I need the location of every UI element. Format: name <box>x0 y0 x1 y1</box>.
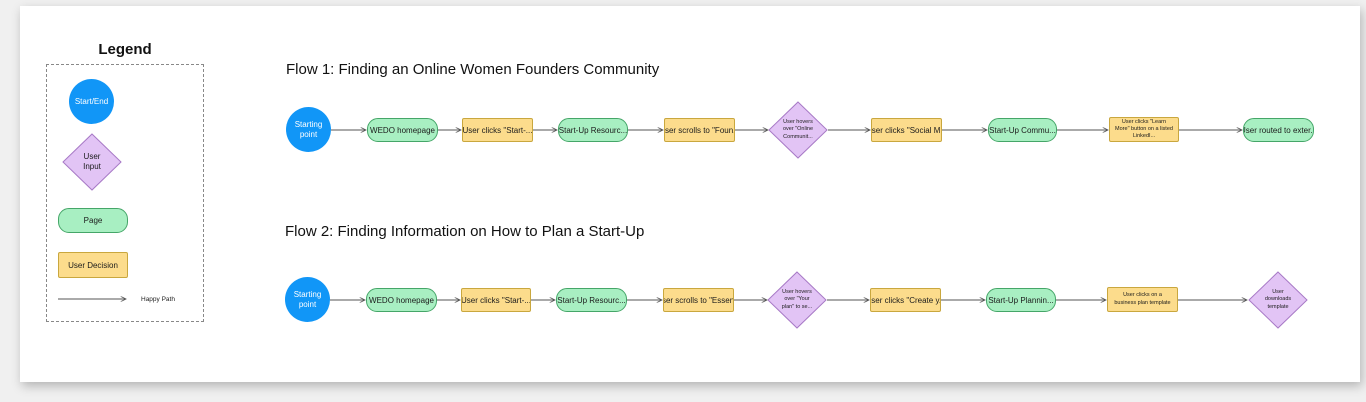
flow2-startup-resources-node[interactable]: Start-Up Resourc... <box>556 288 627 312</box>
flow1-start-node[interactable]: Starting point <box>286 107 331 152</box>
diamond-shape-icon <box>767 271 827 329</box>
legend-user-decision-label: User Decision <box>68 260 118 270</box>
flow1-user-clicks-start-node[interactable]: User clicks "Start-... <box>462 118 533 142</box>
flow1-startup-resources-node[interactable]: Start-Up Resourc... <box>558 118 628 142</box>
flow2-user-clicks-create-node[interactable]: User clicks "Create y... <box>870 288 941 312</box>
legend-title: Legend <box>98 41 152 58</box>
flow2-title: Flow 2: Finding Information on How to Pl… <box>285 223 645 240</box>
node-label: User scrolls to "Foun... <box>664 125 735 135</box>
legend-box <box>46 64 204 322</box>
node-label: WEDO homepage <box>370 125 435 135</box>
node-label: Start-Up Resourc... <box>558 125 628 135</box>
node-label: User clicks "Create y... <box>871 295 941 305</box>
flow2-user-scrolls-node[interactable]: User scrolls to "Essen... <box>663 288 734 312</box>
flow1-user-routed-node[interactable]: User routed to exter... <box>1243 118 1314 142</box>
legend-page-shape[interactable]: Page <box>58 208 128 233</box>
diamond-shape-icon <box>1248 271 1308 329</box>
flow2-user-clicks-template-node[interactable]: User clicks on a business plan template <box>1107 287 1178 312</box>
node-label: User clicks "Start-... <box>461 295 531 305</box>
flow1-user-clicks-learn-more-node[interactable]: User clicks "Learn More" button on a lis… <box>1109 117 1179 142</box>
flow2-startup-planning-node[interactable]: Start-Up Plannin... <box>986 288 1056 312</box>
flow1-title: Flow 1: Finding an Online Women Founders… <box>286 61 660 78</box>
node-label: User downloads template <box>1264 288 1292 310</box>
flow1-user-scrolls-node[interactable]: User scrolls to "Foun... <box>664 118 735 142</box>
whiteboard-canvas <box>20 6 1360 382</box>
flow2-start-label: Starting point <box>293 289 322 309</box>
node-label: User hovers over "Online Communit... <box>782 118 814 140</box>
node-label: Start-Up Resourc... <box>557 295 626 305</box>
flow2-wedo-homepage-node[interactable]: WEDO homepage <box>366 288 437 312</box>
diamond-shape-icon <box>62 133 122 191</box>
node-label: User clicks "Start-... <box>462 125 533 135</box>
flow1-start-label: Starting point <box>294 119 323 139</box>
flow2-user-hovers-node[interactable]: User hovers over "Your plan" to se... <box>767 271 827 329</box>
flow1-user-hovers-node[interactable]: User hovers over "Online Communit... <box>768 101 828 159</box>
flow1-wedo-homepage-node[interactable]: WEDO homepage <box>367 118 438 142</box>
flow1-user-clicks-social-node[interactable]: User clicks "Social M... <box>871 118 942 142</box>
legend-page-label: Page <box>83 216 103 225</box>
node-label: User clicks "Learn More" button on a lis… <box>1115 118 1173 140</box>
legend-start-end-shape[interactable]: Start/End <box>69 79 114 124</box>
legend-user-decision-shape[interactable]: User Decision <box>58 252 128 278</box>
node-label: User scrolls to "Essen... <box>664 295 734 305</box>
node-label: User hovers over "Your plan" to se... <box>781 288 813 310</box>
node-label: User routed to exter... <box>1243 125 1314 135</box>
node-label: WEDO homepage <box>369 295 434 305</box>
diamond-shape-icon <box>768 101 828 159</box>
node-label: User clicks "Social M... <box>871 125 942 135</box>
legend-user-input-shape[interactable]: User Input <box>62 133 122 191</box>
legend-happy-path-label: Happy Path <box>141 296 175 303</box>
node-label: Start-Up Plannin... <box>988 295 1054 305</box>
legend-start-end-label: Start/End <box>74 96 109 106</box>
legend-user-input-label: User Input <box>83 151 101 171</box>
flow2-user-downloads-node[interactable]: User downloads template <box>1248 271 1308 329</box>
flow2-user-clicks-start-node[interactable]: User clicks "Start-... <box>461 288 531 312</box>
flow2-start-node[interactable]: Starting point <box>285 277 330 322</box>
node-label: User clicks on a business plan template <box>1114 292 1171 306</box>
node-label: Start-Up Commu... <box>989 125 1056 135</box>
flow1-startup-community-node[interactable]: Start-Up Commu... <box>988 118 1057 142</box>
